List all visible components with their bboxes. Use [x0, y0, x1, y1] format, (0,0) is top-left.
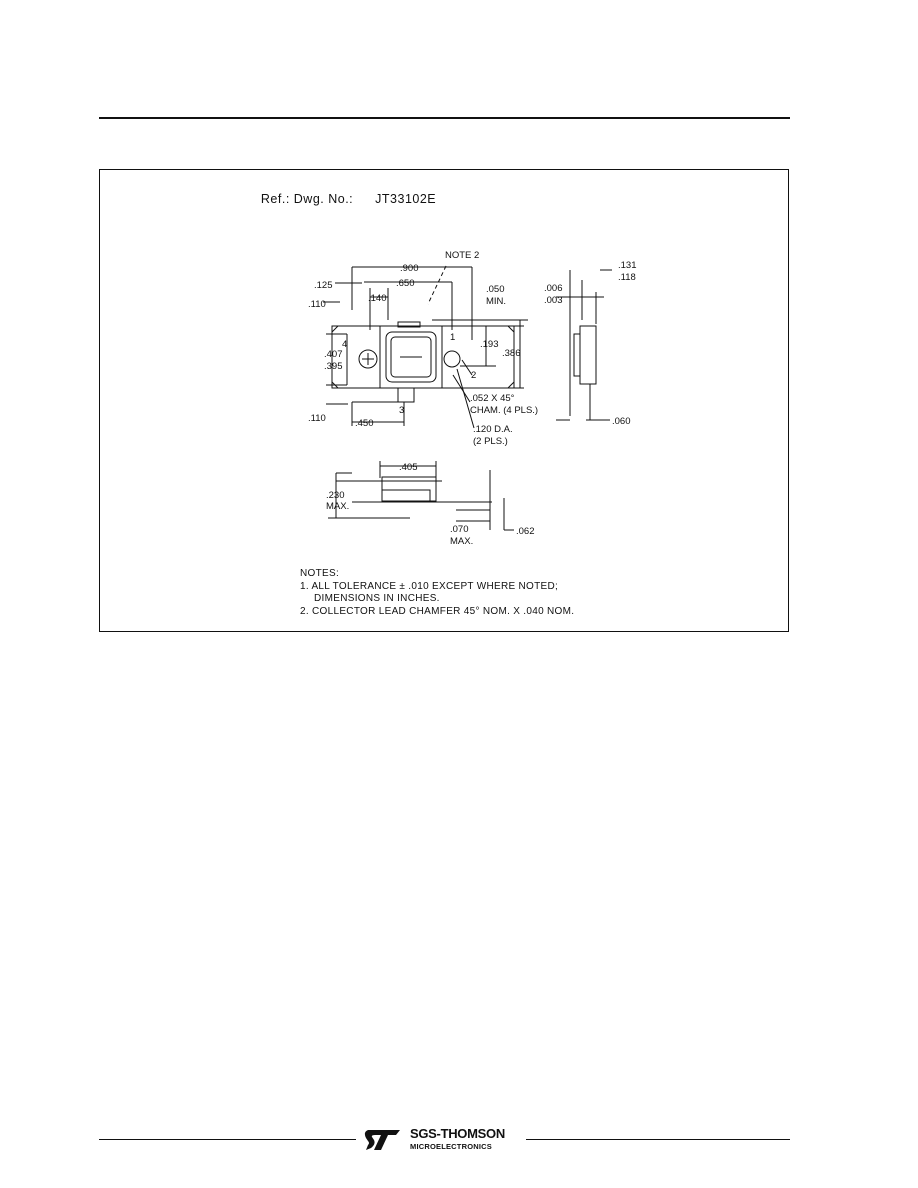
- flange-outline: [331, 325, 515, 389]
- package-drawing-frame: Ref.: Dwg. No.: JT33102E: [99, 169, 789, 632]
- dim-407: .407: [324, 349, 343, 360]
- pin-4: 4: [342, 339, 347, 350]
- dim-006: .006: [544, 283, 563, 294]
- dim-405: .405: [399, 462, 418, 473]
- lead-3: [397, 387, 415, 403]
- dim-131: .131: [618, 260, 637, 271]
- dim-395: .395: [324, 361, 343, 372]
- header-rule: [99, 117, 790, 119]
- drawing-notes: NOTES: 1. ALL TOLERANCE ± .010 EXCEPT WH…: [300, 568, 574, 618]
- pin-2: 2: [471, 370, 476, 381]
- mechanical-drawing: .900 NOTE 2 .125 .650 .140 .110 .050 MIN…: [308, 250, 637, 547]
- dim-386: .386: [502, 348, 521, 359]
- dim-125: .125: [314, 280, 333, 291]
- dim-070-max: MAX.: [450, 536, 473, 547]
- pin-1: 1: [450, 332, 455, 343]
- note-2: 2. COLLECTOR LEAD CHAMFER 45° NOM. X .04…: [300, 605, 575, 617]
- brand-subtitle: MICROELECTRONICS: [410, 1142, 492, 1151]
- pin-3: 3: [399, 405, 404, 416]
- dim-050: .050: [486, 284, 505, 295]
- dim-062: .062: [516, 526, 535, 537]
- dim-060: .060: [612, 416, 631, 427]
- chamfer-line2: CHAM. (4 PLS.): [470, 405, 538, 416]
- dim-110-bottom: .110: [308, 413, 326, 424]
- ref-number: JT33102E: [375, 192, 437, 206]
- chamfer-line1: .052 X 45°: [470, 393, 515, 404]
- footer-rule-right: [526, 1139, 790, 1140]
- dim-193: .193: [480, 339, 499, 350]
- dim-min: MIN.: [486, 296, 506, 307]
- dim-note2: NOTE 2: [445, 250, 479, 261]
- hole-dia-line2: (2 PLS.): [473, 436, 508, 447]
- brand-name: SGS-THOMSON: [410, 1126, 505, 1141]
- side-view-body: [579, 325, 597, 385]
- dim-450: .450: [355, 418, 374, 429]
- note-1-line-2: DIMENSIONS IN INCHES.: [314, 593, 440, 604]
- company-logo: SGS-THOMSON MICROELECTRONICS: [362, 1126, 524, 1154]
- dim-230: .230: [326, 490, 345, 501]
- dim-900: .900: [400, 263, 419, 274]
- note-1-line-1: 1. ALL TOLERANCE ± .010 EXCEPT WHERE NOT…: [300, 580, 559, 592]
- dim-070: .070: [450, 524, 469, 535]
- dim-140: .140: [368, 293, 387, 304]
- hole-dia-line1: .120 D.A.: [473, 424, 513, 435]
- dim-003: .003: [544, 295, 563, 306]
- dim-650: .650: [396, 278, 415, 289]
- notes-heading: NOTES:: [300, 568, 340, 579]
- footer-rule-left: [99, 1139, 356, 1140]
- ceramic-cap: [385, 331, 437, 383]
- drawing-reference: Ref.: Dwg. No.: JT33102E: [245, 178, 436, 220]
- ref-label: Ref.: Dwg. No.:: [260, 192, 354, 206]
- dim-110-top: .110: [308, 299, 326, 310]
- dim-230-max: MAX.: [326, 501, 349, 512]
- mounting-hole-left: [358, 349, 378, 369]
- mounting-hole-right: [443, 350, 461, 368]
- dim-118: .118: [618, 272, 636, 283]
- st-logo-icon: [364, 1130, 400, 1150]
